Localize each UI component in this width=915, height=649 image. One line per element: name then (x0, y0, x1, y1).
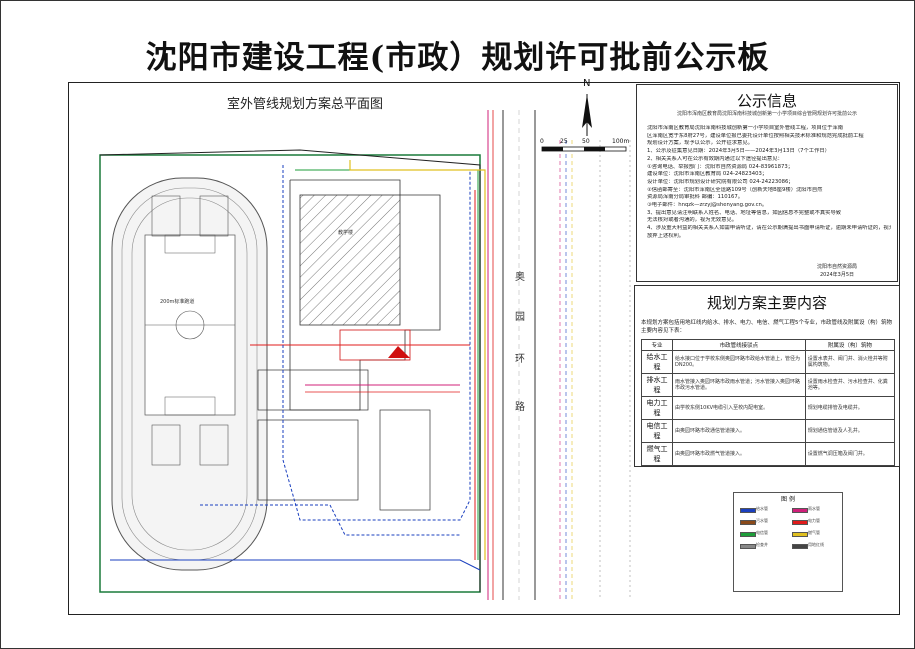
legend-label: 燃气管 (808, 530, 820, 535)
table-cell-facility: 设置雨水检查井、污水检查井、化粪池等。 (804, 373, 896, 397)
legend-swatch (792, 520, 808, 525)
water-pipe (282, 165, 471, 521)
legend-swatch (792, 508, 808, 513)
road-name-char: 园 (515, 312, 525, 323)
legend-swatch (740, 520, 756, 525)
page-title: 沈阳市建设工程(市政）规划许可批前公示板 (145, 40, 770, 76)
notice-line: ③电子邮件：hnqzk—zrzyj@shenyang.gov.cn。 (647, 202, 768, 209)
scale-label: 100m (612, 138, 630, 145)
red-line (99, 149, 481, 592)
gas-pipe (349, 160, 486, 560)
legend-label: 给水管 (756, 506, 768, 511)
table-cell-connection: 雨水管接入奥园环路市政雨水管道；污水管接入奥园环路市政污水管道。 (672, 373, 806, 397)
legend-panel: 图 例 给水管 雨水管污水管 电力管电信管 燃气管检查井 用地红线 (733, 492, 843, 592)
notice-line: 建设单位：沈阳市浑南区教育局 024-24823403； (647, 171, 768, 178)
road-name-char: 奥 (515, 272, 525, 283)
notice-panel: 公示信息 沈阳市浑南区教育局沈阳浑南科技城创新第一小学项目综合管网规划许可批前公… (636, 84, 898, 282)
plan-content-panel: 规划方案主要内容 本规划方案包括用地红线内给水、排水、电力、电信、燃气工程5个专… (634, 285, 900, 467)
table-row: 排水工程 雨水管接入奥园环路市政雨水管道；污水管接入奥园环路市政污水管道。 设置… (641, 373, 896, 397)
north-label: N (583, 78, 591, 89)
notice-line: ①咨询电话、举报部门：沈阳市自然资源局 024-83961873； (647, 163, 794, 170)
table-row: 燃气工程 由奥园环路市政燃气管道接入。 设置燃气调压箱及阀门井。 (641, 442, 896, 466)
table-cell-specialty: 电力工程 (641, 396, 673, 420)
notice-line: 4、涉及重大利益的相关关系人如需申请听证，请在公示期满提出书面申请听证，逾期未申… (647, 225, 891, 232)
legend-swatch (740, 508, 756, 513)
table-cell-specialty: 电信工程 (641, 419, 673, 443)
table-header: 专业 (641, 339, 673, 351)
road-name-char: 路 (515, 402, 525, 413)
notice-line: 1、公示及征集意见日期：2024年3月5日——2024年3月13日（7个工作日） (647, 148, 830, 155)
notice-line: 无法核对或者沟通的，视为无效意见。 (647, 217, 738, 224)
table-row: 电信工程 由奥园环路市政通信管道接入。 规划通信管道及人孔井。 (641, 419, 896, 443)
plan-content-intro: 本规划方案包括用地红线内给水、排水、电力、电信、燃气工程5个专业，市政管线及附属… (641, 320, 893, 334)
notice-line: 资源局浑南分局审批科 邮编：110167。 (647, 194, 744, 201)
notice-line: 2、相关关系人可在公示有效期内通过以下途径提出意见： (647, 155, 783, 162)
court (151, 195, 181, 237)
gym-building (299, 194, 401, 326)
legend-swatch (792, 544, 808, 549)
scale-label: 0 (540, 138, 544, 145)
table-cell-connection: 给水接口位于学校东侧奥园环路市政给水管道上，管径为DN200。 (672, 350, 806, 374)
plan-content-title: 规划方案主要内容 (706, 294, 827, 312)
scale-label: 25 (560, 138, 568, 145)
notice-line: 放弃上述权利。 (647, 232, 685, 239)
scale-label: 50 (582, 138, 590, 145)
table-header-row: 专业 市政管线接驳点 附属设（构）筑物 (641, 339, 896, 351)
legend-label: 雨水管 (808, 506, 820, 511)
notice-line: 设计单位：沈阳市规划设计研究院有限公司 024-24223086； (647, 178, 794, 185)
table-cell-connection: 由学校东侧10KV电缆引入至校内配电室。 (672, 396, 806, 420)
table-cell-facility: 设置水表井、阀门井、消火栓井等附属构筑物。 (804, 350, 896, 374)
notice-body: 沈阳市浑南区教育局沈阳浑南科技城创新第一小学项目室外管线工程，项目位于浑南 区浑… (647, 125, 891, 241)
table-cell-facility: 设置燃气调压箱及阀门井。 (804, 442, 896, 466)
plan-content-table: 专业 市政管线接驳点 附属设（构）筑物 给水工程 给水接口位于学校东侧奥园环路市… (641, 339, 896, 466)
table-header: 附属设（构）筑物 (804, 339, 896, 351)
table-cell-connection: 由奥园环路市政通信管道接入。 (672, 419, 806, 443)
court (199, 424, 229, 466)
legend-title: 图 例 (781, 496, 795, 503)
legend-label: 检查井 (756, 542, 768, 547)
notice-sign-org: 沈阳市自然资源局 (816, 264, 857, 270)
table-cell-specialty: 排水工程 (641, 373, 673, 397)
red-marker (388, 346, 410, 358)
court (199, 195, 229, 237)
road-name-char: 环 (515, 354, 525, 365)
notice-sign-date: 2024年3月5日 (819, 272, 855, 278)
notice-line: 沈阳市浑南区教育局沈阳浑南科技城创新第一小学项目室外管线工程，项目位于浑南 (647, 125, 843, 131)
notice-subtitle: 沈阳市浑南区教育局沈阳浑南科技城创新第一小学项目综合管网规划许可批前公示 (676, 111, 857, 117)
table-row: 电力工程 由学校东侧10KV电缆引入至校内配电室。 规划电缆排管及电缆井。 (641, 396, 896, 420)
notice-line: 规划设计方案，现予以公示，公开征求意见。 (647, 140, 753, 147)
legend-label: 用地红线 (808, 542, 824, 547)
legend-swatch (740, 532, 756, 537)
building-label: 教学楼 (338, 230, 354, 236)
legend-swatch (792, 532, 808, 537)
notice-signature: 沈阳市自然资源局 2024年3月5日 (797, 263, 877, 279)
notice-title: 公示信息 (736, 92, 797, 110)
plan-title: 室外管线规划方案总平面图 (227, 97, 384, 112)
notice-line: 3、提出意见请注明联系人姓名、电话、地址等信息，如因信息不完整或不真实导致 (647, 209, 842, 216)
field-label: 200m标准跑道 (160, 299, 195, 305)
legend-swatch (740, 544, 756, 549)
table-cell-facility: 规划通信管道及人孔井。 (804, 419, 896, 443)
legend-label: 污水管 (756, 518, 768, 523)
notice-line: ②信函邮寄至：沈阳市浑南区全运路109号（创新天地B座9楼）沈阳市自然 (647, 186, 823, 193)
scale-bar-icon (541, 146, 627, 152)
table-header: 市政管线接驳点 (672, 339, 806, 351)
court (151, 424, 181, 466)
table-cell-facility: 规划电缆排管及电缆井。 (804, 396, 896, 420)
table-cell-specialty: 给水工程 (641, 350, 673, 374)
legend-label: 电信管 (756, 530, 768, 535)
table-row: 给水工程 给水接口位于学校东侧奥园环路市政给水管道上，管径为DN200。 设置水… (641, 350, 896, 374)
table-cell-connection: 由奥园环路市政燃气管道接入。 (672, 442, 806, 466)
legend-label: 电力管 (808, 518, 820, 523)
table-cell-specialty: 燃气工程 (641, 442, 673, 466)
notice-line: 区浑南区宽于东8府27号，建设单位报已委托设计单位按照相关技术标准和规范完成批前… (647, 132, 864, 139)
north-arrow-icon (582, 94, 592, 136)
